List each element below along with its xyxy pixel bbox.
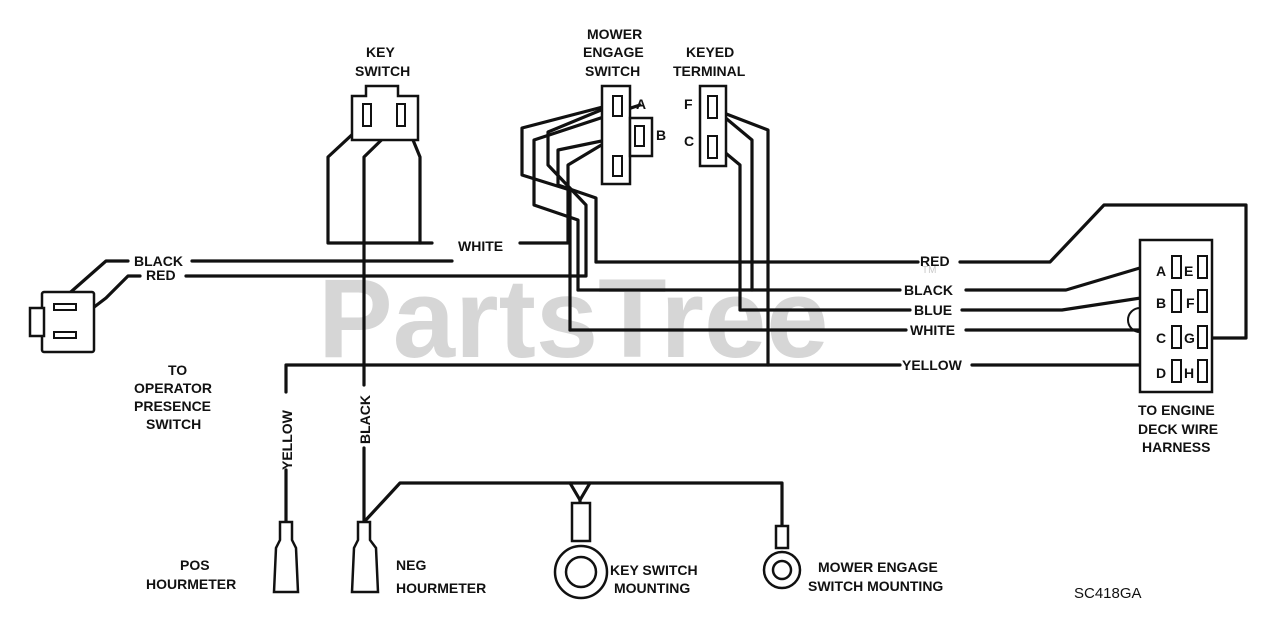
engine-harness-connector [1127, 238, 1214, 394]
drawing-code: SC418GA [1074, 585, 1142, 602]
terminal-letter-b: B [656, 127, 666, 143]
wire-label-yellow-right: YELLOW [902, 357, 963, 373]
mower-engage-mounting-label-1: MOWER ENGAGE [818, 559, 938, 575]
harness-letter-c: C [1156, 330, 1166, 346]
wire-keyed-f-2 [714, 108, 902, 367]
harness-letter-b: B [1156, 295, 1166, 311]
mower-engage-label-2: ENGAGE [583, 44, 644, 60]
harness-letter-h: H [1184, 365, 1194, 381]
keyed-terminal-label-1: KEYED [686, 44, 734, 60]
wire-blue [714, 143, 912, 312]
wire-white-top [518, 133, 620, 245]
wire-label-white-right: WHITE [910, 322, 955, 338]
wire-ground-key-mount-b [578, 481, 592, 502]
mower-engage-switch [600, 84, 654, 186]
mower-engage-label-3: SWITCH [585, 63, 640, 79]
wire-white-up [520, 101, 620, 332]
pos-hourmeter-label-1: POS [180, 557, 210, 573]
wires [54, 101, 1248, 530]
engine-deck-label-2: DECK WIRE [1138, 421, 1218, 437]
keyed-terminal-label-2: TERMINAL [673, 63, 746, 79]
harness-letter-a: A [1156, 263, 1166, 279]
operator-presence-plug [28, 290, 96, 354]
wire-label-black-right: BLACK [904, 282, 953, 298]
key-switch-mounting-label-2: MOUNTING [614, 580, 690, 596]
wire-yellow-left [284, 363, 770, 394]
mower-engage-ring-terminal [762, 524, 802, 590]
operator-presence-label-2: OPERATOR [134, 380, 212, 396]
wire-label-blue: BLUE [914, 302, 952, 318]
terminal-letter-a: A [636, 96, 646, 112]
wire-label-white-top: WHITE [458, 238, 503, 254]
terminal-letter-f: F [684, 96, 693, 112]
wire-black-up [532, 103, 642, 292]
mower-engage-mounting-label-2: SWITCH MOUNTING [808, 578, 943, 594]
key-switch-label-1: KEY [366, 44, 395, 60]
harness-letter-e: E [1184, 263, 1193, 279]
key-switch-label-2: SWITCH [355, 63, 410, 79]
engine-deck-label-1: TO ENGINE [1138, 402, 1215, 418]
wire-black-to-A [964, 260, 1162, 292]
operator-presence-label-3: PRESENCE [134, 398, 211, 414]
wire-blue-to-B [960, 293, 1162, 312]
key-switch-mounting-label-1: KEY SWITCH [610, 562, 698, 578]
wire-red-main [184, 101, 620, 278]
neg-hourmeter-terminal [350, 520, 380, 594]
wire-red-to-G [958, 203, 1248, 340]
wire-label-black-left: BLACK [134, 253, 183, 269]
wire-key-switch-left [326, 116, 434, 245]
harness-letter-g: G [1184, 330, 1195, 346]
key-switch [350, 84, 420, 142]
wire-label-red-left: RED [146, 267, 176, 283]
terminal-letter-c: C [684, 133, 694, 149]
pos-hourmeter-terminal [272, 520, 300, 594]
keyed-terminal [698, 84, 728, 168]
neg-hourmeter-label-2: HOURMETER [396, 580, 486, 596]
wire-red-right [556, 131, 642, 264]
key-switch-ring-terminal [553, 501, 609, 600]
wire-label-black-vertical: BLACK [357, 395, 373, 444]
mower-engage-label-1: MOWER [587, 26, 642, 42]
wire-black-left [54, 259, 130, 307]
watermark-tm: TM [922, 265, 936, 276]
pos-hourmeter-label-2: HOURMETER [146, 576, 236, 592]
engine-deck-label-3: HARNESS [1142, 439, 1210, 455]
neg-hourmeter-label-1: NEG [396, 557, 426, 573]
operator-presence-label-1: TO [168, 362, 187, 378]
operator-presence-label-4: SWITCH [146, 416, 201, 432]
wire-label-red-right: RED [920, 253, 950, 269]
wire-keyed-f-1 [714, 108, 754, 292]
harness-letter-f: F [1186, 295, 1195, 311]
wire-label-yellow-vertical: YELLOW [279, 409, 295, 470]
harness-letter-d: D [1156, 365, 1166, 381]
